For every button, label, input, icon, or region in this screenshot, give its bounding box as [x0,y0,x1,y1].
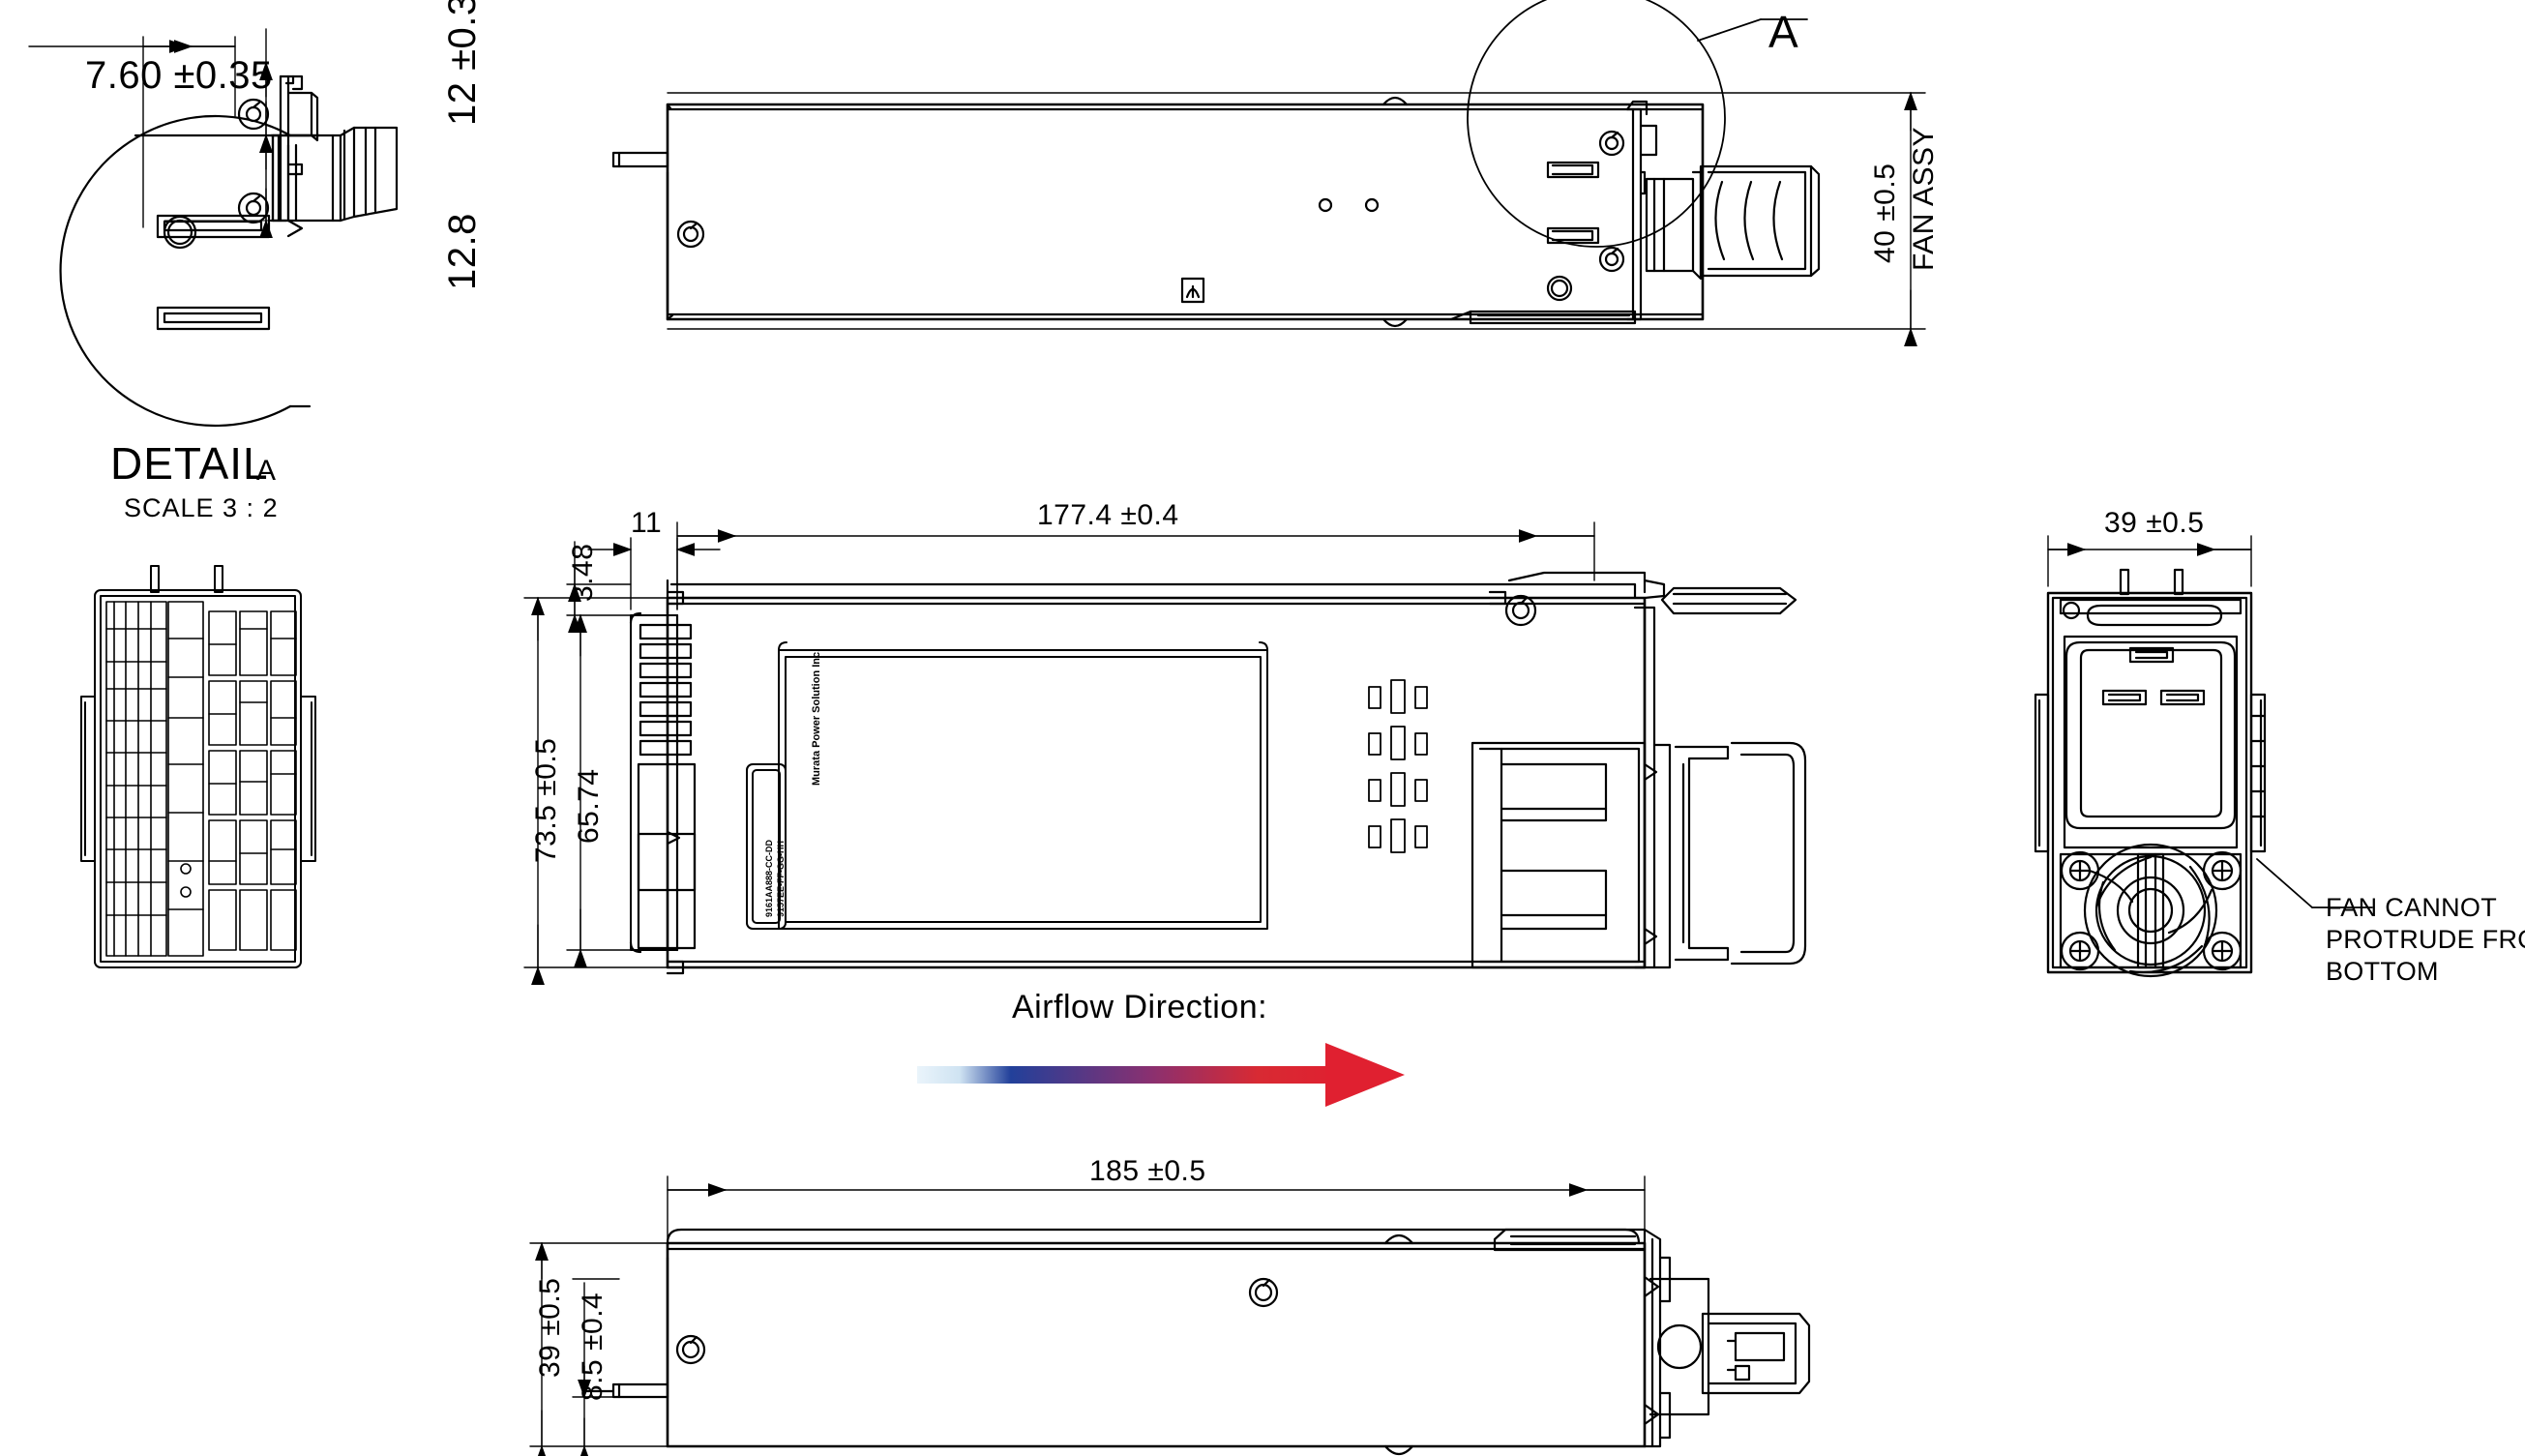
label-part-number-1: 9161AA888-CC-DD [764,839,774,917]
detail-a-dimensions [28,28,273,239]
dim-bottom-overall-height: 39 ±0.5 [534,1277,566,1378]
dim-body-height: 65.74 [573,768,605,844]
fan-assy-note: FAN ASSY [1908,126,1940,271]
dim-top-edge-to-slot: 12 ±0.35 [441,0,484,126]
detail-a-geometry [59,74,399,428]
fan-note-line3: BOTTOM [2326,957,2439,986]
label-manufacturer: Murata Power Solution Inc. [811,648,822,786]
bottom-view-geometry [582,1228,1811,1456]
side-view-geometry [629,571,1807,975]
bottom-view-dimensions [529,1175,1646,1456]
dim-top-flange-offset: 3.48 [567,543,599,602]
dim-overall-depth: 185 ±0.5 [1089,1155,1206,1187]
fan-note-line2: PROTRUDE FROM [2326,925,2525,954]
dim-connector-offset: 7.60 ±0.35 [85,54,273,97]
detail-callout-letter-a: A [1768,7,1799,57]
top-view-geometry [611,0,1821,328]
airflow-arrow [917,1043,1405,1107]
label-part-number-2: 9157EE-FF-GG-HH [776,840,786,917]
detail-a-scale-label: SCALE 3 : 2 [124,493,279,522]
front-view-geometry [80,565,316,968]
rear-view-dimensions [2047,535,2373,908]
airflow-label: Airflow Direction: [1012,989,1268,1025]
side-view-dimensions [523,521,1595,986]
dim-fan-assembly-height: 40 ±0.5 [1869,163,1901,263]
detail-a-title: DETAIL [110,438,269,489]
rear-view-geometry [2034,568,2267,978]
dim-overall-length: 177.4 ±0.4 [1037,499,1179,531]
dim-handle-width: 11 [631,507,663,539]
dim-side-overall-height: 73.5 ±0.5 [530,737,562,863]
detail-a-title-suffix: A [256,455,277,487]
top-view-dimensions [667,91,1926,347]
dim-slot-pitch: 12.8 [441,213,484,290]
dim-module-width: 39 ±0.5 [2104,507,2205,539]
fan-note-line1: FAN CANNOT [2326,893,2498,922]
dim-bottom-step-height: 8.5 ±0.4 [577,1292,609,1401]
